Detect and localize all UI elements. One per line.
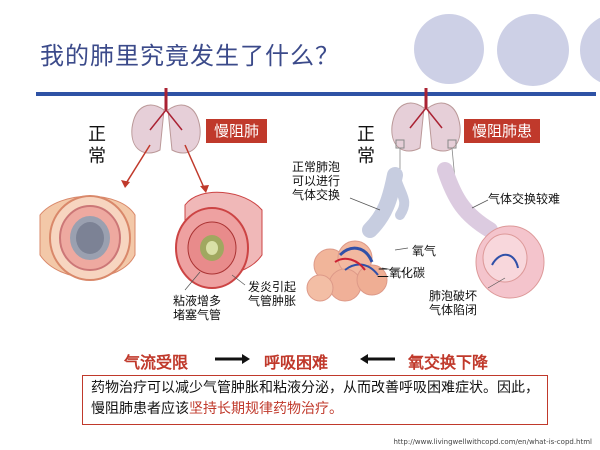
inflamed-airway-illustration	[175, 191, 263, 289]
right-normal-label: 正常	[357, 124, 375, 167]
normal-airway-illustration	[39, 195, 136, 281]
damaged-label-line2: 气体陷闭	[428, 303, 477, 317]
mucus-label-line2: 堵塞气管	[172, 308, 221, 322]
normal-alveoli-illustration	[306, 167, 410, 302]
alveoli-label-line2: 可以进行	[292, 174, 341, 188]
flow-step-breathing-difficulty: 呼吸困难	[264, 353, 329, 372]
summary-highlight: 坚持长期规律药物治疗。	[189, 401, 343, 417]
mucus-label-line1: 粘液增多	[172, 294, 221, 308]
damaged-label-line1: 肺泡破坏	[428, 289, 477, 303]
co2-label: 二氧化碳	[377, 266, 426, 280]
inflammation-label: 发炎引起 气管肿胀	[243, 280, 301, 308]
decorative-circle-1	[414, 14, 484, 84]
page-title: 我的肺里究竟发生了什么？	[40, 42, 340, 70]
right-lungs-illustration	[391, 88, 461, 152]
inflammation-label-line1: 发炎引起	[247, 280, 296, 294]
alveoli-label-line1: 正常肺泡	[292, 160, 341, 174]
flow-step-airflow-limited: 气流受限	[124, 353, 189, 372]
summary-text: 药物治疗可以减少气管肿胀和粘液分泌，从而改善呼吸困难症状。因此，慢阻肺患者应该	[91, 380, 539, 417]
mucus-label: 粘液增多 堵塞气管	[168, 294, 226, 322]
right-copd-label: 慢阻肺患	[464, 119, 541, 143]
decorative-circle-3	[580, 14, 600, 86]
alveoli-normal-label: 正常肺泡 可以进行 气体交换	[292, 160, 352, 202]
decorative-circle-2	[497, 14, 569, 86]
flow-step-oxygen-exchange-down: 氧交换下降	[408, 353, 489, 372]
summary-box: 药物治疗可以减少气管肿胀和粘液分泌，从而改善呼吸困难症状。因此，慢阻肺患者应该坚…	[82, 375, 548, 425]
inflammation-label-line2: 气管肿胀	[247, 294, 296, 308]
source-url: http://www.livingwellwithcopd.com/en/wha…	[393, 438, 592, 446]
flow-arrow-right	[215, 354, 250, 364]
title-divider	[36, 92, 596, 96]
alveoli-label-line3: 气体交换	[292, 188, 341, 202]
flow-arrow-left	[360, 354, 395, 364]
left-copd-label: 慢阻肺	[206, 119, 268, 143]
exchange-difficult-label: 气体交换较难	[488, 192, 561, 206]
left-lungs-illustration	[131, 88, 201, 154]
damaged-alveoli-label: 肺泡破坏 气体陷闭	[418, 289, 488, 317]
oxygen-label: 氧气	[412, 244, 437, 258]
damaged-alveoli-illustration	[437, 162, 545, 299]
left-normal-label: 正常	[88, 124, 106, 167]
